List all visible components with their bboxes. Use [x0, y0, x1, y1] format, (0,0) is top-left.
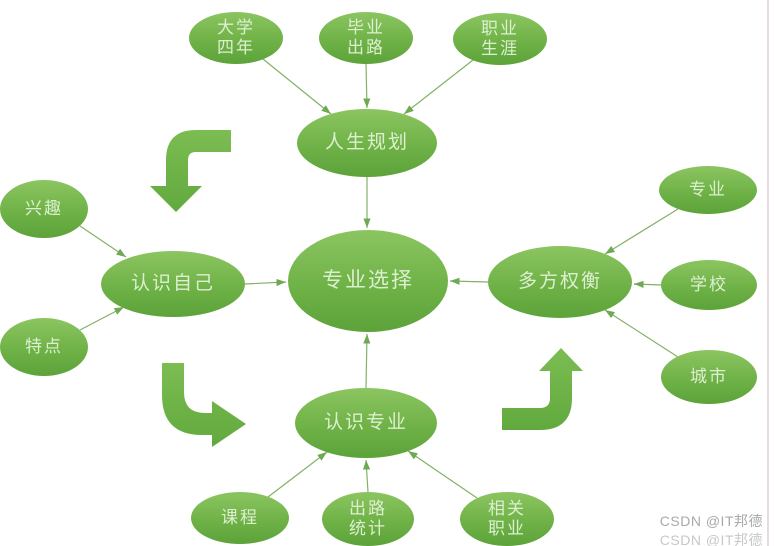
- node-courses: 课程: [191, 492, 289, 544]
- node-label: 特点: [25, 336, 63, 356]
- page-edge-divider: [767, 0, 769, 546]
- node-school: 学校: [661, 260, 757, 310]
- connector-line: [363, 333, 371, 389]
- node-label: 城市: [690, 366, 728, 386]
- node-label: 认识自己: [130, 272, 215, 294]
- watermark-line: CSDN @IT邦德: [659, 532, 763, 546]
- node-label: 专业选择: [322, 268, 414, 292]
- connector-line: [407, 450, 478, 499]
- node-label: 人生规划: [324, 131, 409, 153]
- connector-line: [449, 277, 489, 285]
- node-interest: 兴趣: [0, 180, 88, 238]
- node-traits: 特点: [0, 318, 88, 376]
- node-life-planning: 人生规划: [297, 109, 437, 177]
- node-label: 大学 四年: [217, 17, 255, 57]
- node-label: 学校: [690, 274, 728, 294]
- node-label: 职业 生涯: [481, 18, 519, 58]
- node-know-major: 认识专业: [295, 388, 437, 458]
- elbow-arrow-right-icon: [162, 363, 246, 447]
- node-city: 城市: [661, 350, 757, 404]
- connector-line: [604, 208, 679, 255]
- connector-line: [403, 59, 474, 115]
- node-career-life: 职业 生涯: [453, 13, 547, 65]
- connector-line: [363, 63, 371, 109]
- node-outcome-stats: 出路 统计: [322, 492, 414, 546]
- node-major-selection: 专业选择: [288, 230, 448, 332]
- connector-line: [363, 459, 371, 493]
- node-label: 毕业 出路: [347, 17, 385, 57]
- connector-line: [244, 278, 287, 287]
- node-label: 出路 统计: [349, 498, 387, 538]
- connector-line: [79, 306, 125, 331]
- watermark-line: CSDN @IT邦德: [659, 513, 763, 529]
- connector-line: [267, 451, 328, 498]
- watermark: CSDN @IT邦德 CSDN @IT邦德: [660, 512, 763, 546]
- node-label: 专业: [689, 179, 727, 199]
- connector-line: [604, 309, 679, 358]
- node-graduation-paths: 毕业 出路: [319, 12, 413, 64]
- node-label: 认识专业: [323, 411, 408, 433]
- node-weigh-options: 多方权衡: [488, 246, 632, 318]
- connector-line: [79, 225, 127, 258]
- node-label: 兴趣: [25, 198, 63, 218]
- elbow-arrow-up-icon: [502, 348, 583, 430]
- node-label: 多方权衡: [517, 270, 602, 292]
- connector-line: [633, 280, 662, 288]
- node-know-yourself: 认识自己: [101, 251, 245, 317]
- node-major: 专业: [659, 166, 757, 214]
- node-related-careers: 相关 职业: [460, 492, 554, 546]
- connector-line: [262, 58, 332, 115]
- node-college-four-years: 大学 四年: [189, 12, 283, 64]
- elbow-arrow-down-icon: [150, 130, 231, 212]
- node-label: 课程: [221, 507, 259, 527]
- node-label: 相关 职业: [488, 498, 526, 538]
